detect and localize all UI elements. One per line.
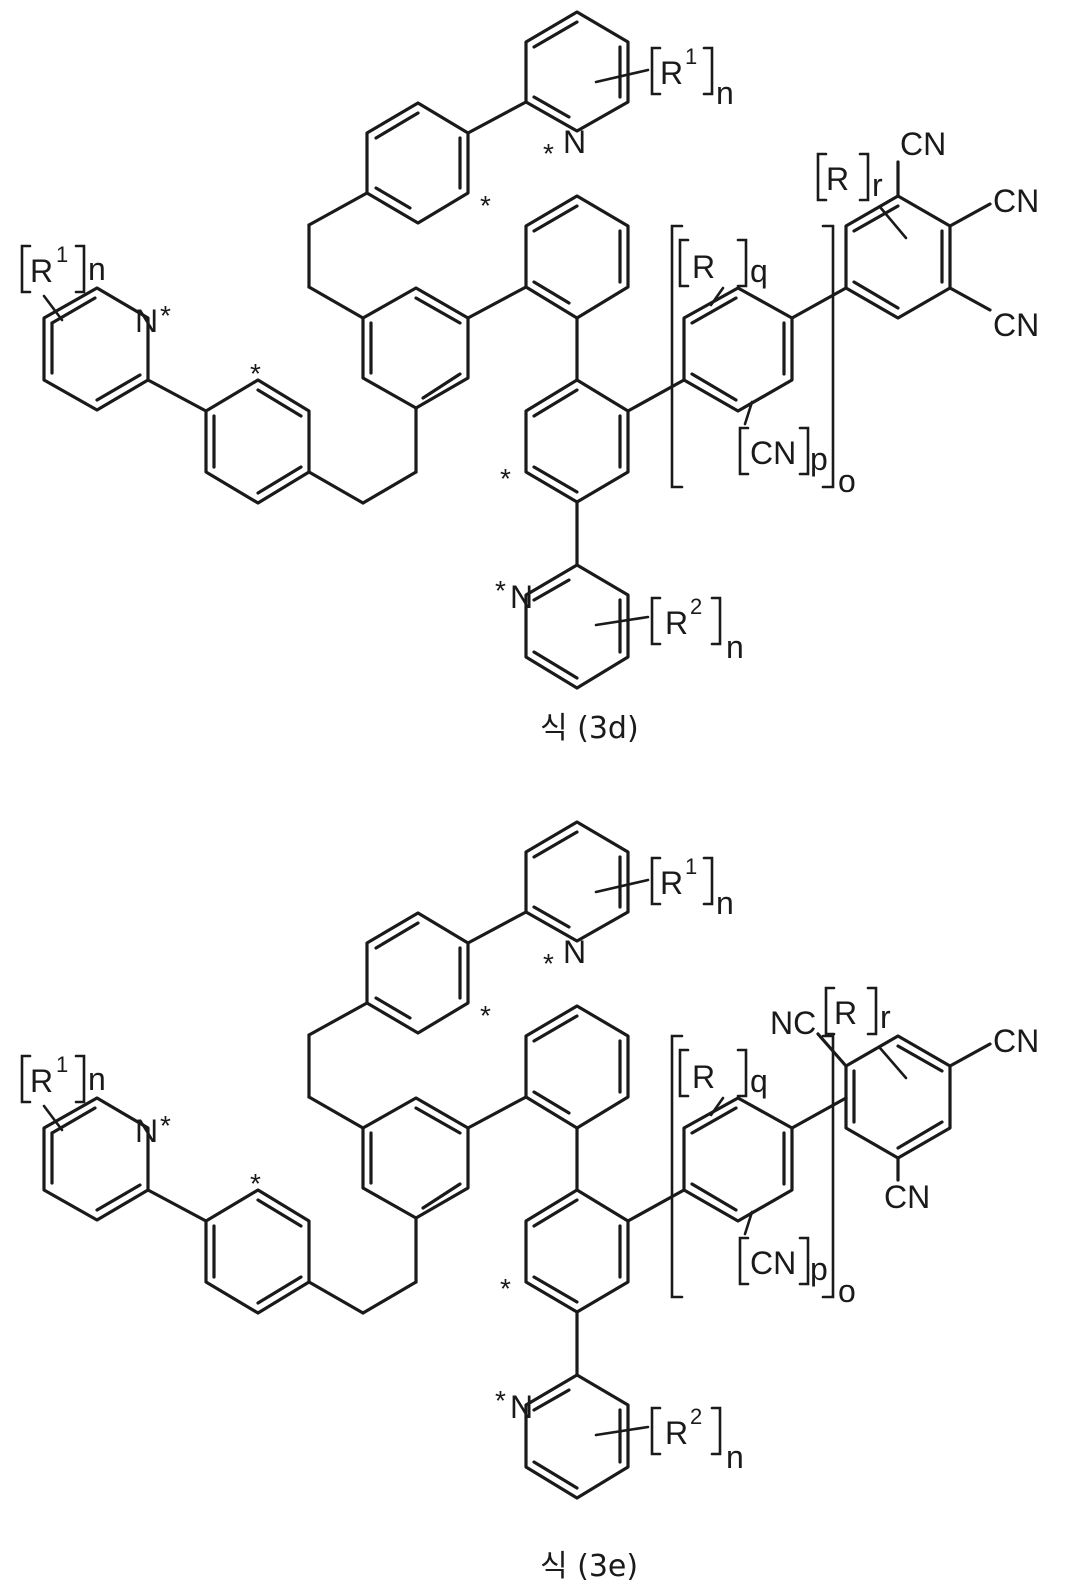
cn-label: CN xyxy=(900,126,946,162)
svg-text:CN: CN xyxy=(993,1023,1039,1059)
svg-text:n: n xyxy=(88,251,106,287)
svg-text:R: R xyxy=(30,1063,53,1099)
svg-text:N: N xyxy=(135,303,158,339)
svg-text:NC: NC xyxy=(770,1005,816,1041)
svg-text:N: N xyxy=(135,1113,158,1149)
svg-text:*: * xyxy=(480,1000,491,1031)
svg-text:*: * xyxy=(160,300,171,331)
svg-text:1: 1 xyxy=(685,44,697,69)
svg-text:p: p xyxy=(810,441,828,477)
caption-3d: 식 (3d) xyxy=(540,711,639,746)
svg-text:*: * xyxy=(500,463,511,494)
svg-text:R: R xyxy=(665,605,688,641)
repeat-ring xyxy=(684,1098,792,1221)
svg-text:R: R xyxy=(692,1059,715,1095)
svg-text:*: * xyxy=(495,1385,506,1416)
svg-text:r: r xyxy=(872,167,883,203)
structure-3e: R 1 n * N * NC R r CN CN R 1 n N * * R q… xyxy=(22,822,1039,1584)
structure-3d: R 1 n * N * R r CN CN CN R 1 n N * * R q… xyxy=(22,12,1039,746)
svg-text:o: o xyxy=(838,463,856,499)
svg-text:CN: CN xyxy=(750,1245,796,1281)
svg-text:*: * xyxy=(500,1273,511,1304)
terminal-ring xyxy=(846,196,950,318)
svg-text:R: R xyxy=(665,1415,688,1451)
svg-text:CN: CN xyxy=(750,435,796,471)
svg-text:q: q xyxy=(750,253,768,289)
repeat-ring xyxy=(684,288,792,411)
svg-text:n: n xyxy=(88,1061,106,1097)
svg-text:*: * xyxy=(543,948,554,979)
svg-text:r: r xyxy=(880,999,891,1035)
r1-label: R xyxy=(660,55,683,91)
svg-text:*: * xyxy=(480,190,491,221)
svg-text:N: N xyxy=(510,1389,533,1425)
svg-text:n: n xyxy=(716,885,734,921)
svg-text:q: q xyxy=(750,1063,768,1099)
svg-text:CN: CN xyxy=(993,307,1039,343)
terminal-ring xyxy=(846,1036,950,1158)
svg-text:R: R xyxy=(692,249,715,285)
svg-text:N: N xyxy=(510,579,533,615)
svg-text:CN: CN xyxy=(884,1179,930,1215)
svg-text:n: n xyxy=(726,1439,744,1475)
n-atom: N xyxy=(563,124,586,160)
svg-text:n: n xyxy=(716,75,734,111)
svg-text:1: 1 xyxy=(56,242,68,267)
caption-3e: 식 (3e) xyxy=(540,1549,638,1584)
svg-text:*: * xyxy=(543,138,554,169)
svg-text:1: 1 xyxy=(56,1052,68,1077)
svg-text:R: R xyxy=(826,161,849,197)
svg-text:N: N xyxy=(563,934,586,970)
svg-text:*: * xyxy=(250,358,261,389)
svg-text:2: 2 xyxy=(690,594,702,619)
svg-text:n: n xyxy=(726,629,744,665)
svg-text:*: * xyxy=(250,1168,261,1199)
svg-text:o: o xyxy=(838,1273,856,1309)
svg-text:p: p xyxy=(810,1251,828,1287)
svg-text:*: * xyxy=(160,1110,171,1141)
svg-text:CN: CN xyxy=(993,183,1039,219)
svg-text:R: R xyxy=(30,253,53,289)
svg-text:*: * xyxy=(495,575,506,606)
svg-text:1: 1 xyxy=(685,854,697,879)
svg-text:R: R xyxy=(834,995,857,1031)
svg-text:2: 2 xyxy=(690,1404,702,1429)
svg-text:R: R xyxy=(660,865,683,901)
